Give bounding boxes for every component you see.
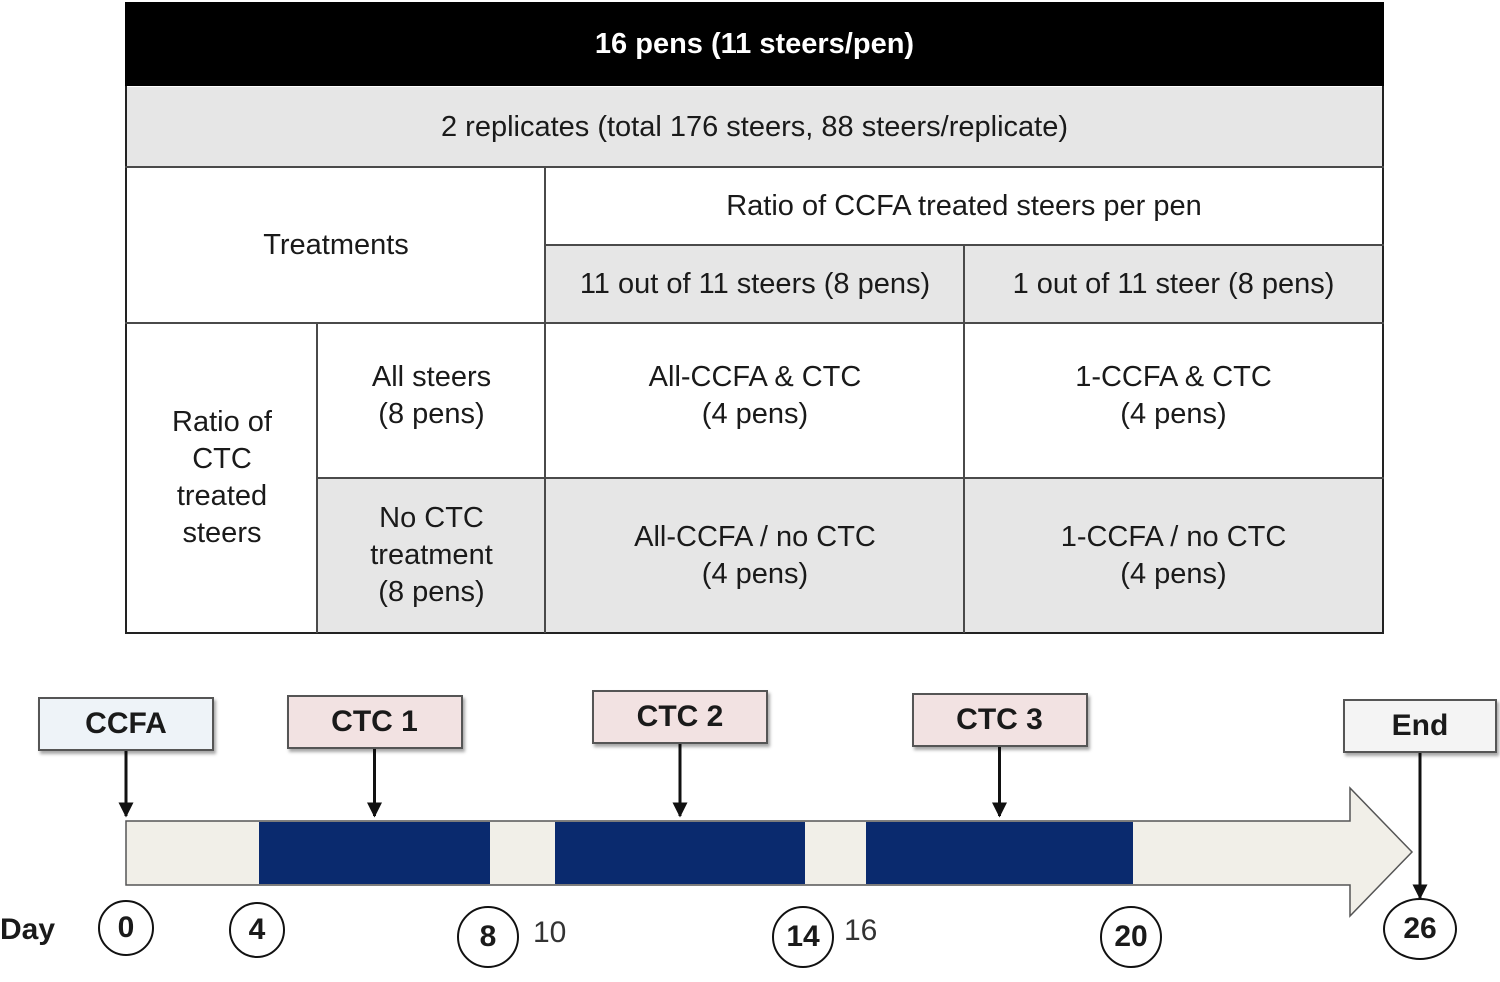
table-header: 16 pens (11 steers/pen): [125, 2, 1384, 86]
divider: [317, 477, 1384, 479]
treatment-period: [259, 822, 490, 884]
ctc-ratio-label: Ratio of CTC treated steers: [172, 406, 272, 549]
day-marker-8: 8: [457, 906, 519, 968]
cell-all-ccfa-ctc: All-CCFA & CTC (4 pens): [648, 361, 862, 430]
day-marker-20: 20: [1100, 906, 1162, 968]
cell-1-ccfa-ctc: 1-CCFA & CTC (4 pens): [1075, 361, 1272, 430]
cell-all-ccfa-no-ctc: All-CCFA / no CTC (4 pens): [546, 479, 964, 632]
treatment-period: [866, 822, 1133, 884]
day-marker-26: 26: [1383, 898, 1457, 960]
divider: [125, 322, 1384, 324]
timeline-arrow-bar: [125, 786, 1414, 918]
divider: [125, 166, 1384, 168]
day-marker-4: 4: [229, 902, 285, 958]
divider: [544, 167, 546, 633]
divider: [963, 244, 965, 633]
replicates-row: 2 replicates (total 176 steers, 88 steer…: [127, 87, 1382, 167]
event-ccfa-box: CCFA: [38, 697, 214, 751]
event-ctc-3-box: CTC 3: [911, 693, 1088, 747]
treatment-period: [555, 822, 805, 884]
treatments-label: Treatments: [263, 229, 409, 261]
ccfa-col-one-header: 1 out of 11 steer (8 pens): [965, 246, 1382, 322]
event-end-box: End: [1343, 699, 1497, 753]
row-no-ctc: No CTC treatment (8 pens): [318, 479, 545, 632]
row-all-steers: All steers (8 pens): [371, 361, 492, 430]
cell-1-ccfa-no-ctc: 1-CCFA / no CTC (4 pens): [965, 479, 1382, 632]
event-ctc-1-box: CTC 1: [286, 695, 463, 749]
ccfa-col-all-header: 11 out of 11 steers (8 pens): [546, 246, 964, 322]
event-ctc-2-box: CTC 2: [592, 690, 768, 744]
day-label-16: 16: [844, 914, 878, 947]
day-label-10: 10: [533, 916, 567, 949]
divider: [316, 322, 318, 633]
ccfa-ratio-header: Ratio of CCFA treated steers per pen: [726, 190, 1202, 222]
day-axis-label: Day: [0, 913, 56, 946]
day-marker-0: 0: [98, 900, 154, 956]
day-marker-14: 14: [772, 906, 834, 968]
